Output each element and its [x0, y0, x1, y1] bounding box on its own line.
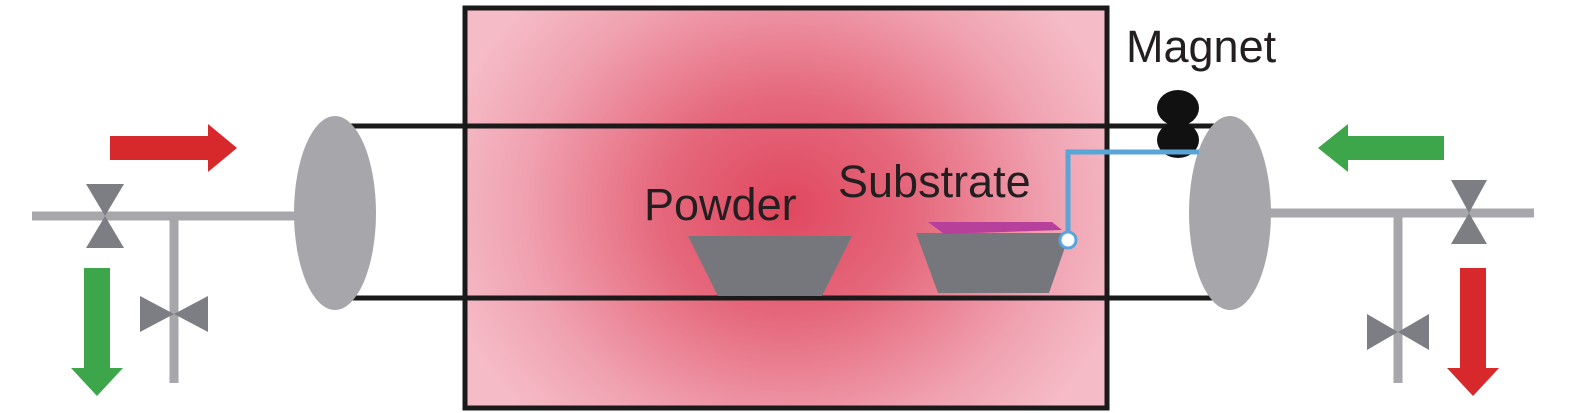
left-inline-valve-icon — [86, 184, 124, 248]
right-branch-valve-icon — [1367, 314, 1429, 350]
powder-boat — [688, 236, 852, 296]
right-inlet-arrow-icon — [1318, 124, 1444, 172]
right-exhaust-arrow-icon — [1447, 268, 1499, 396]
furnace-body — [462, 5, 1110, 411]
rod-hook — [1058, 230, 1078, 250]
left-exhaust-arrow-icon — [71, 268, 123, 396]
transfer-rod — [1065, 149, 1199, 240]
right-flange — [1189, 116, 1271, 310]
magnet-label: Magnet — [1126, 21, 1277, 72]
powder-label: Powder — [644, 179, 797, 230]
magnet-icon — [1157, 90, 1199, 158]
left-flange — [294, 116, 376, 310]
right-inline-valve-icon — [1451, 180, 1487, 244]
substrate-boat — [916, 233, 1070, 293]
left-inlet-arrow-icon — [110, 124, 237, 172]
substrate-film — [928, 222, 1062, 234]
substrate-label: Substrate — [838, 156, 1031, 207]
left-branch-valve-icon — [140, 296, 208, 332]
